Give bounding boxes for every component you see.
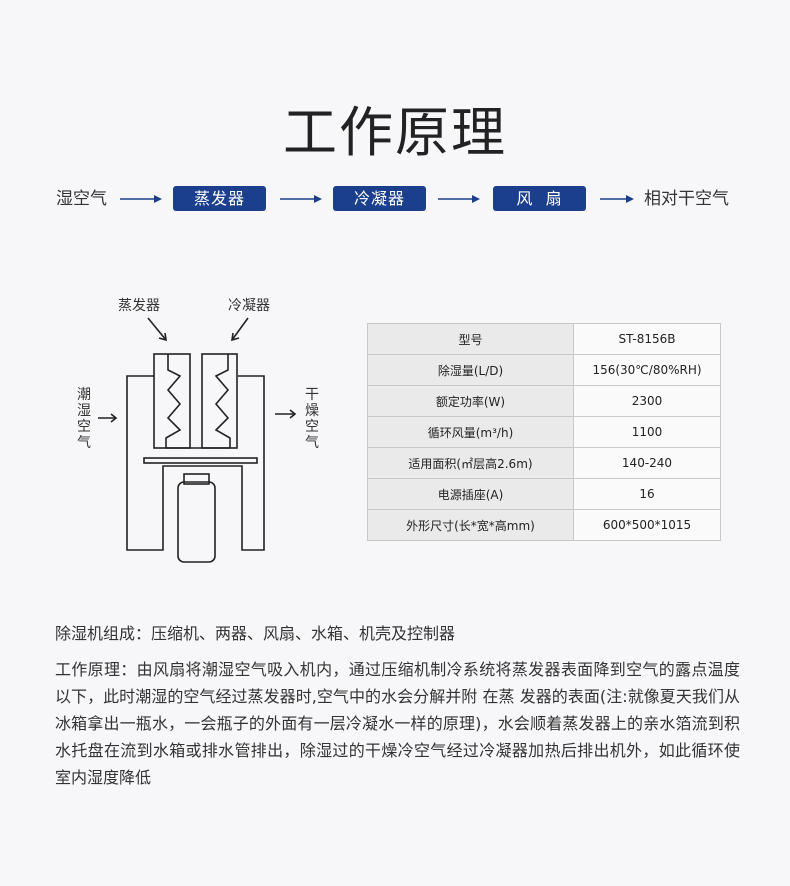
flow-step-evaporator: 蒸发器 (173, 186, 266, 211)
spec-key: 循环风量(m³/h) (367, 416, 574, 448)
spec-key: 型号 (367, 323, 574, 355)
spec-key: 适用面积(㎡层高2.6m) (367, 447, 574, 479)
flow-step-condenser: 冷凝器 (333, 186, 426, 211)
process-flow: 湿空气 蒸发器 冷凝器 风 扇 相对干空气 (0, 186, 790, 212)
spec-key: 除湿量(L/D) (367, 354, 574, 386)
table-row: 除湿量(L/D)156(30℃/80%RH) (367, 354, 721, 386)
composition-text: 除湿机组成：压缩机、两器、风扇、水箱、机壳及控制器 (55, 624, 456, 643)
arrow-right-icon (438, 195, 480, 203)
dehumidifier-diagram: 蒸发器 冷凝器 潮湿空气 干燥空气 (70, 292, 330, 572)
spec-key: 外形尺寸(长*宽*高mm) (367, 509, 574, 541)
spec-value: 2300 (573, 385, 721, 417)
spec-value: ST-8156B (573, 323, 721, 355)
arrow-right-icon (600, 195, 634, 203)
page-title: 工作原理 (283, 101, 507, 164)
table-row: 适用面积(㎡层高2.6m)140-240 (367, 447, 721, 479)
spec-key: 额定功率(W) (367, 385, 574, 417)
dehumidifier-schematic (98, 317, 297, 563)
spec-value: 16 (573, 478, 721, 510)
table-row: 循环风量(m³/h)1100 (367, 416, 721, 448)
dry-air-label: 干燥空气 (305, 387, 319, 451)
table-row: 外形尺寸(长*宽*高mm)600*500*1015 (367, 509, 721, 541)
condenser-label: 冷凝器 (228, 298, 270, 314)
humid-air-label: 潮湿空气 (77, 387, 91, 451)
arrow-right-icon (280, 195, 322, 203)
spec-value: 600*500*1015 (573, 509, 721, 541)
spec-key: 电源插座(A) (367, 478, 574, 510)
table-row: 电源插座(A)16 (367, 478, 721, 510)
flow-step-fan: 风 扇 (493, 186, 586, 211)
spec-value: 1100 (573, 416, 721, 448)
flow-start-label: 湿空气 (56, 189, 107, 209)
principle-text: 工作原理：由风扇将潮湿空气吸入机内，通过压缩机制冷系统将蒸发器表面降到空气的露点… (55, 660, 740, 787)
evaporator-label: 蒸发器 (118, 298, 160, 314)
table-row: 额定功率(W)2300 (367, 385, 721, 417)
spec-value: 140-240 (573, 447, 721, 479)
arrow-right-icon (120, 195, 162, 203)
flow-end-label: 相对干空气 (644, 189, 729, 209)
spec-value: 156(30℃/80%RH) (573, 354, 721, 386)
